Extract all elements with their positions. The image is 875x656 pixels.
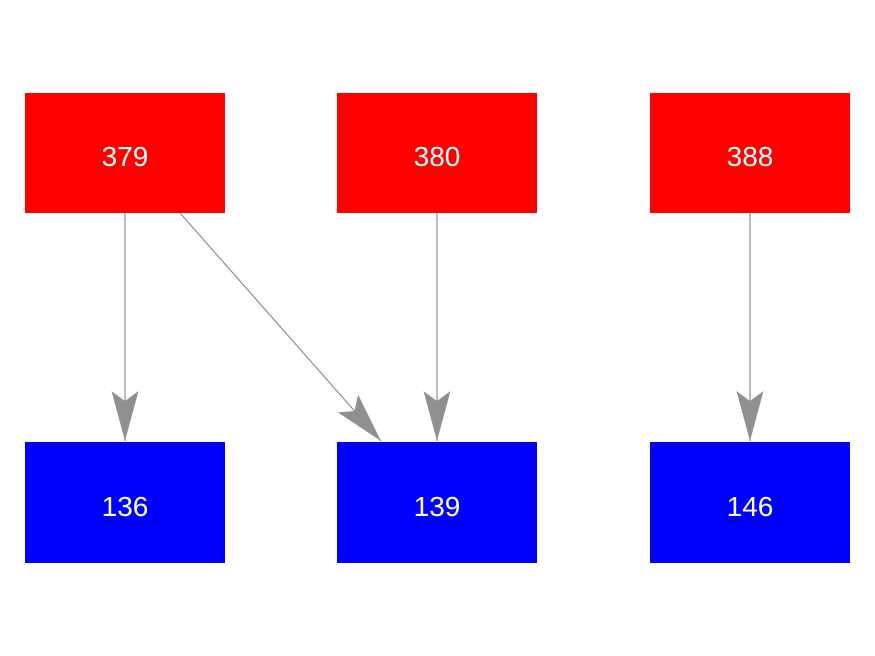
arrowhead-icon <box>111 391 139 441</box>
arrowhead-icon <box>423 391 451 441</box>
edge-379-to-139 <box>179 212 382 442</box>
node-379: 379 <box>25 93 225 213</box>
node-380: 380 <box>337 93 537 213</box>
arrowhead-icon <box>337 394 381 441</box>
node-139: 139 <box>337 442 537 563</box>
node-label: 146 <box>726 490 774 522</box>
node-label: 379 <box>101 141 149 172</box>
edge-379-to-136 <box>111 213 139 441</box>
node-label: 388 <box>726 141 774 172</box>
node-146: 146 <box>650 442 850 563</box>
arrowhead-icon <box>736 391 764 441</box>
node-label: 136 <box>101 490 149 522</box>
node-label: 380 <box>413 141 461 172</box>
edge-388-to-146 <box>736 213 764 441</box>
node-label: 139 <box>413 490 461 522</box>
edge-line <box>179 212 382 442</box>
node-388: 388 <box>650 93 850 213</box>
node-136: 136 <box>25 442 225 563</box>
edge-380-to-139 <box>423 213 451 441</box>
